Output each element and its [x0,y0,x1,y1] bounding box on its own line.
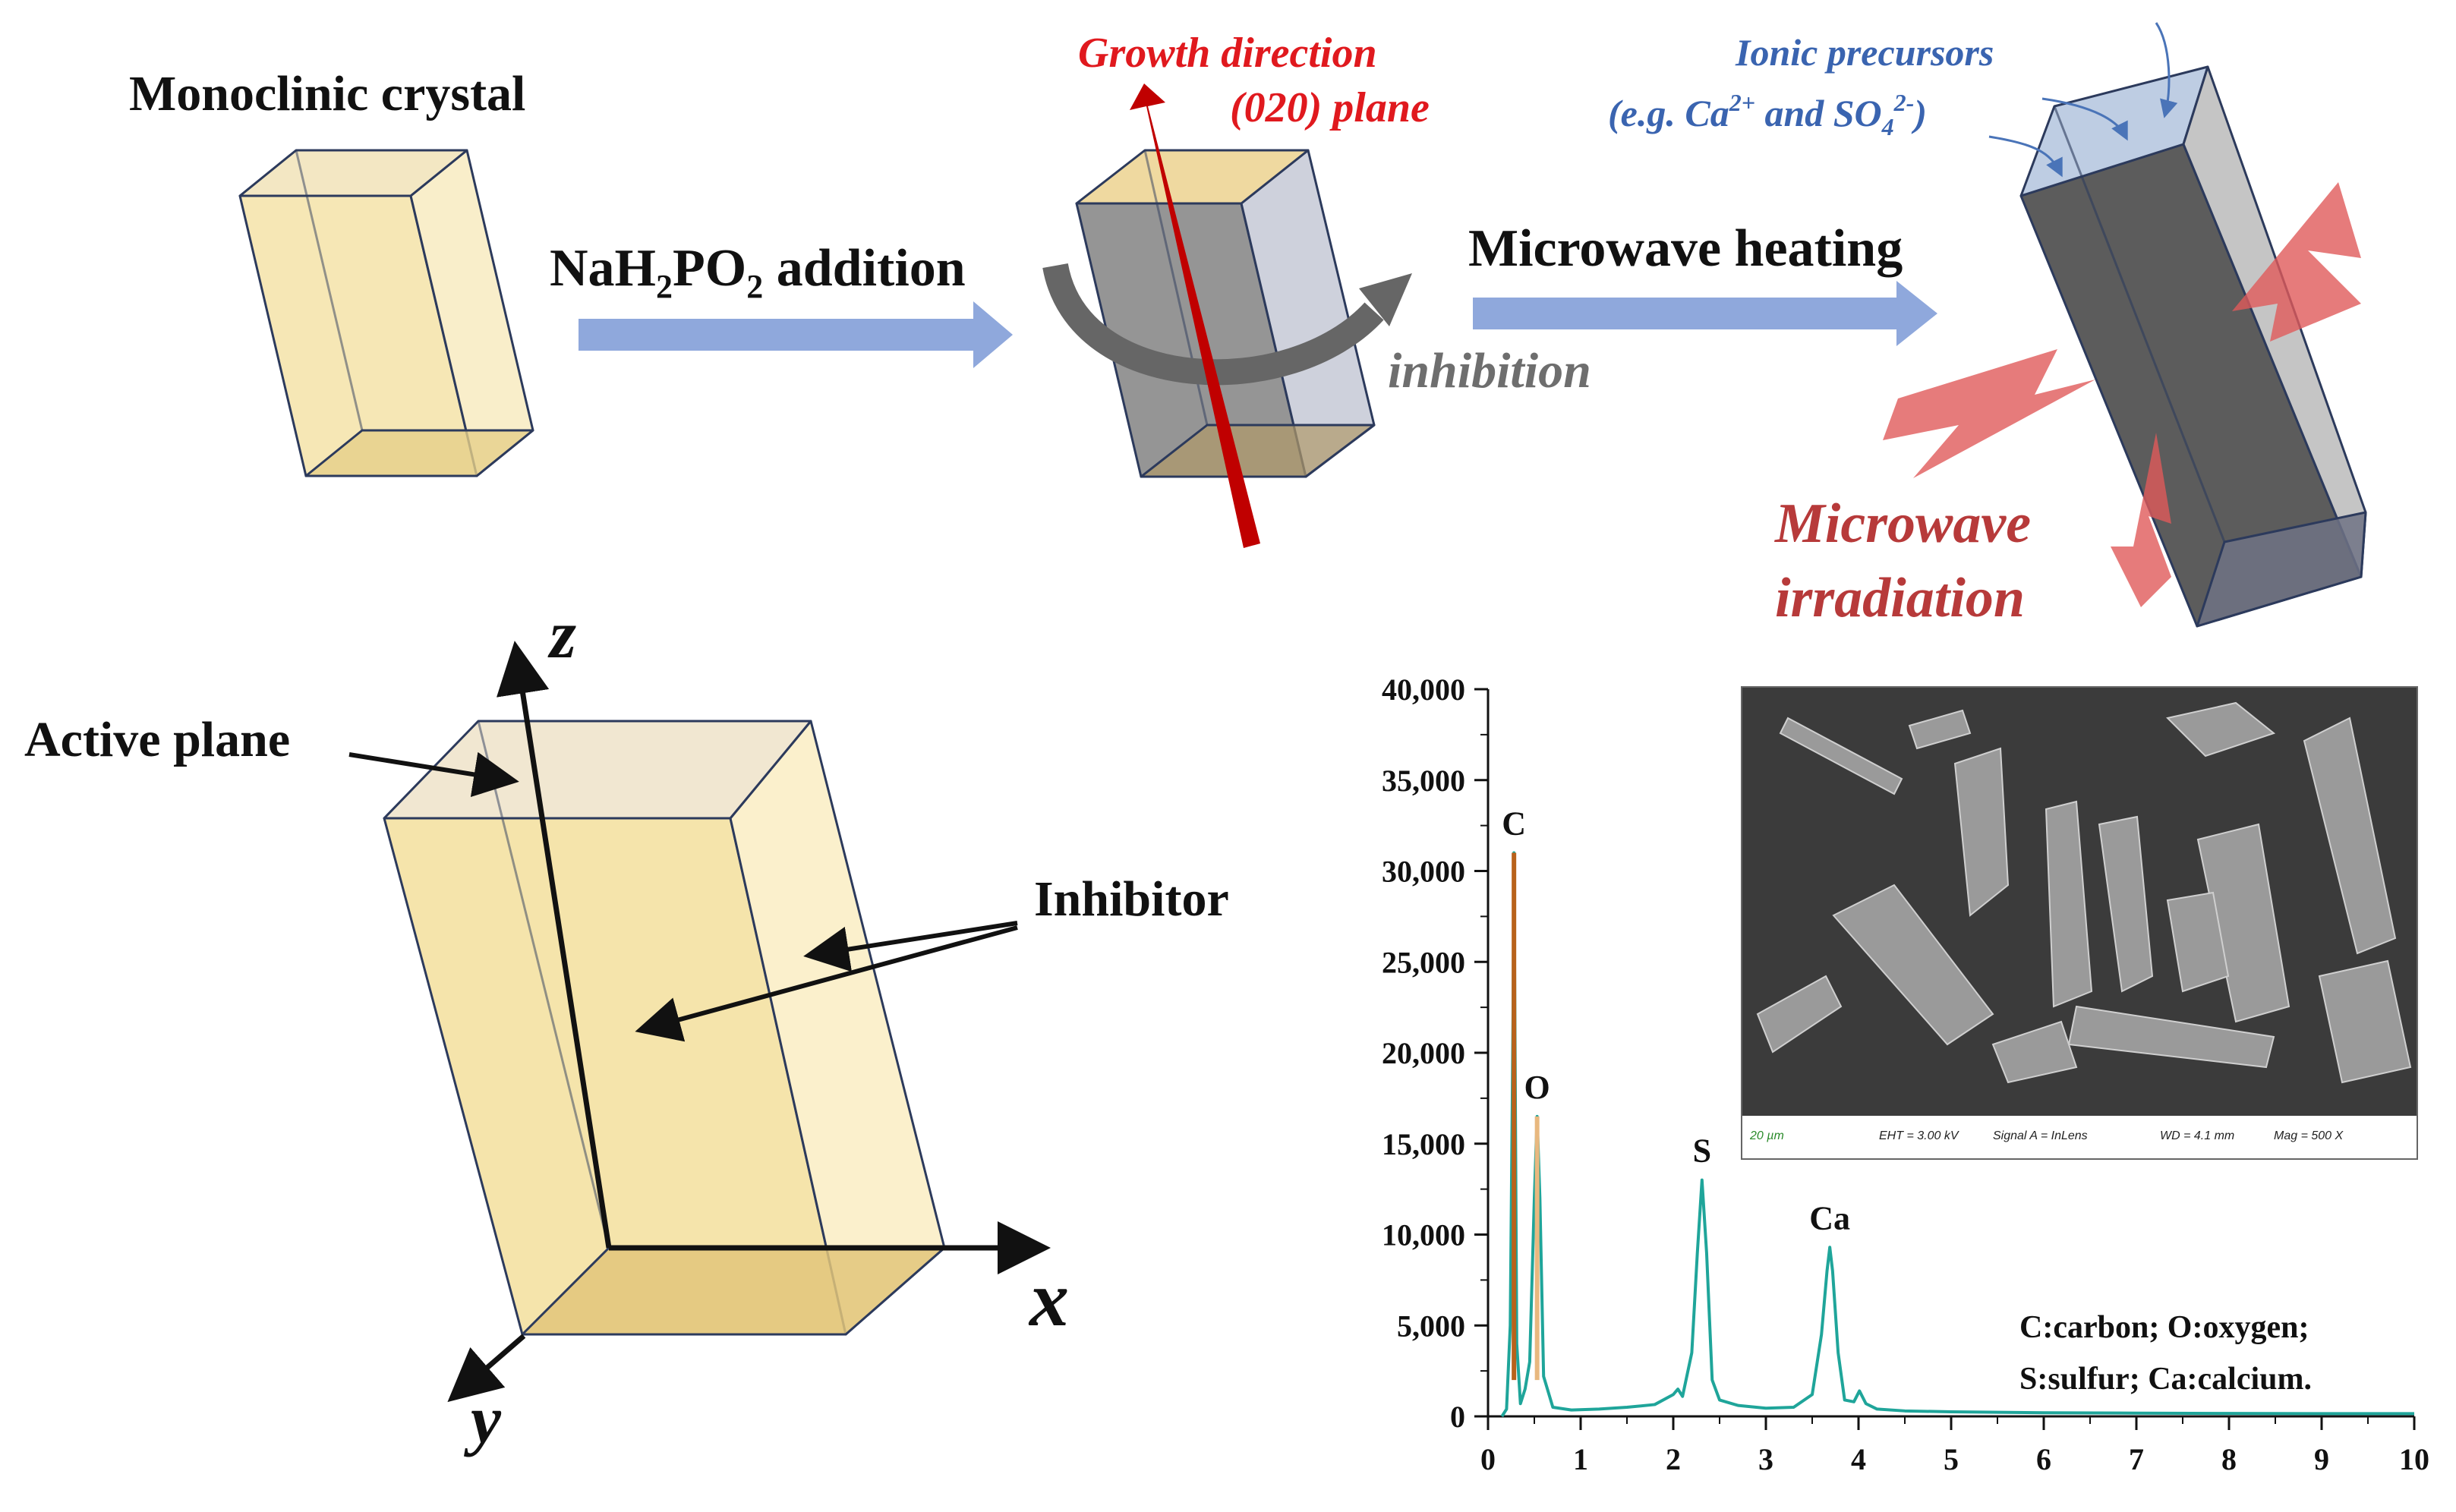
sem-eht: EHT = 3.00 kV [1879,1129,1959,1142]
x-tick-label: 7 [2129,1442,2144,1476]
inhibited-crystal-prism [1075,149,1376,478]
inhibition-curved-arrow [1042,263,1384,386]
sem-info-bar: 20 µm EHT = 3.00 kV Signal A = InLens WD… [1742,1116,2417,1158]
microwave-irradiation-line1: Microwave [1774,493,2031,555]
axes-crystal-prism [383,720,946,1336]
x-tick-label: 3 [1758,1442,1773,1476]
y-tick-label: 10,000 [1382,1218,1465,1252]
inhibitor-label: Inhibitor [1034,871,1229,927]
sem-scale: 20 µm [1750,1129,1784,1142]
spectrum-line [1500,851,2414,1418]
monoclinic-crystal-label: Monoclinic crystal [129,66,525,121]
elongated-crystal-prism [2019,65,2367,628]
process-arrow-1 [579,301,1013,368]
x-tick-label: 0 [1480,1442,1496,1476]
legend-line-1: C:carbon; O:oxygen; [2019,1310,2309,1345]
growth-direction-arrow [1130,83,1260,548]
sem-wd: WD = 4.1 mm [2160,1129,2235,1142]
x-axis-label: x [1028,1255,1069,1343]
monoclinic-crystal-prism [238,149,534,477]
y-tick-label: 5,000 [1397,1309,1465,1343]
step2-label: Microwave heating [1468,219,1903,278]
plane-020-label: (020) plane [1230,84,1430,131]
x-tick-label: 6 [2036,1442,2051,1476]
inhibition-arrowhead [1359,273,1412,326]
sem-signal: Signal A = InLens [1993,1129,2088,1142]
y-tick-label: 20,000 [1382,1036,1465,1070]
sem-image [1742,688,2417,1116]
eds-spectrum-chart: 0 5,000 10,000 15,000 20,000 25,000 30,000 35,0… [1382,673,2429,1476]
y-axis-label: y [463,1382,502,1457]
y-tick-label: 0 [1450,1400,1465,1434]
x-tick-label: 4 [1851,1442,1866,1476]
microwave-bolts [1883,182,2361,607]
y-tick-label: 35,000 [1382,764,1465,798]
microwave-irradiation-line2: irradiation [1775,567,2025,629]
y-tick-label: 15,000 [1382,1127,1465,1161]
peak-label: S [1693,1132,1711,1170]
x-tick-label: 2 [1666,1442,1681,1476]
peak-label: C [1502,805,1526,843]
legend-line-2: S:sulfur; Ca:calcium. [2019,1362,2312,1397]
x-tick-label: 10 [2399,1442,2429,1476]
growth-direction-label: Growth direction [1078,30,1377,77]
coordinate-axes [348,641,1051,1403]
process-arrow-2 [1473,281,1937,346]
x-tick-label: 5 [1944,1442,1959,1476]
ionic-precursors-label: Ionic precursors [1735,31,1994,74]
sem-mag: Mag = 500 X [2274,1129,2344,1142]
x-tick-label: 8 [2221,1442,2237,1476]
x-tick-label: 9 [2314,1442,2329,1476]
y-tick-label: 25,000 [1382,945,1465,979]
x-tick-label: 1 [1573,1442,1588,1476]
active-plane-label: Active plane [24,712,290,767]
inhibition-label: inhibition [1388,343,1591,398]
sem-micrograph-inset: 20 µm EHT = 3.00 kV Signal A = InLens WD… [1741,686,2418,1160]
ionic-precursors-example: (e.g. Ca2+ and SO42-) [1608,89,1927,140]
y-tick-label: 40,000 [1382,673,1465,707]
peak-label: Ca [1809,1199,1850,1236]
y-tick-label: 30,000 [1382,855,1465,889]
z-axis-label: z [547,597,576,673]
peak-label: O [1524,1069,1550,1106]
ionic-arrows [1988,22,2178,178]
step1-label: NaH2PO2 addition [550,239,966,305]
